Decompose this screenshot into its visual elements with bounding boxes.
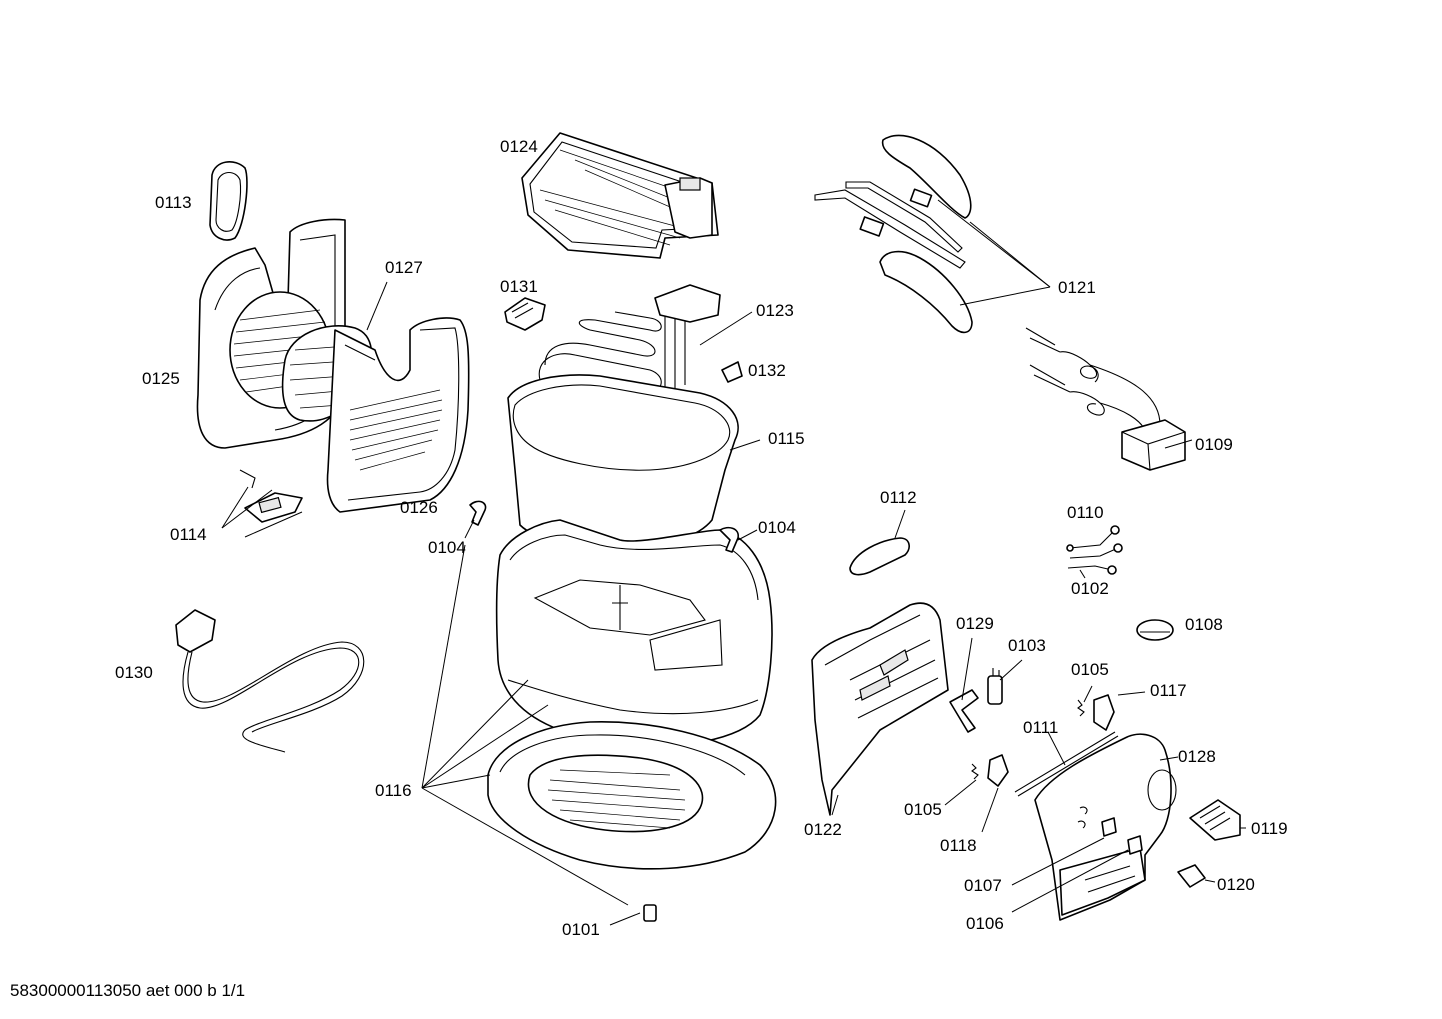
clip-0104-left-drawing <box>469 500 487 526</box>
label-0131: 0131 <box>500 277 538 296</box>
label-0122: 0122 <box>804 820 842 839</box>
part-0103-drawing <box>987 668 1003 705</box>
label-0113: 0113 <box>155 193 192 212</box>
label-0124: 0124 <box>500 137 538 156</box>
label-0107: 0107 <box>964 876 1002 895</box>
label-0110: 0110 <box>1067 503 1104 522</box>
cover-0112-drawing <box>849 537 910 576</box>
label-0104-right: 0104 <box>758 518 796 537</box>
label-0125: 0125 <box>142 369 180 388</box>
basket-drawing <box>521 132 719 259</box>
control-frame-drawing <box>811 602 949 816</box>
label-0102: 0102 <box>1071 579 1109 598</box>
leader-lines <box>221 199 1246 926</box>
label-0105-upper: 0105 <box>1071 660 1109 679</box>
power-cord-drawing <box>175 609 365 753</box>
base-drawing <box>487 721 777 870</box>
label-0119: 0119 <box>1251 819 1288 838</box>
label-0130: 0130 <box>115 663 153 682</box>
label-0104-left: 0104 <box>428 538 466 557</box>
front-panel-0126-drawing <box>326 317 470 513</box>
clip-0131-drawing <box>504 297 546 331</box>
label-0101: 0101 <box>562 920 600 939</box>
label-0126: 0126 <box>400 498 438 517</box>
label-0127: 0127 <box>385 258 423 277</box>
label-0132: 0132 <box>748 361 786 380</box>
part-0101-drawing <box>643 904 657 922</box>
bowl-drawing <box>507 374 739 549</box>
thermostat-drawing <box>1025 327 1186 471</box>
part-0129-drawing <box>949 689 979 733</box>
wires-drawing <box>1066 525 1123 575</box>
part-0108-drawing <box>1136 619 1174 641</box>
spring-0105-lower-drawing <box>971 763 979 780</box>
label-0105-lower: 0105 <box>904 800 942 819</box>
spring-0105-upper-drawing <box>1077 699 1085 717</box>
label-0128: 0128 <box>1178 747 1216 766</box>
label-0121: 0121 <box>1058 278 1096 297</box>
label-0112: 0112 <box>880 488 917 507</box>
knob-0107-drawing <box>1101 817 1143 855</box>
part-0132-drawing <box>721 361 743 383</box>
drawing-number-footer: 58300000113050 aet 000 b 1/1 <box>10 981 246 1000</box>
part-0119-drawing <box>1189 799 1241 841</box>
label-0108: 0108 <box>1185 615 1223 634</box>
label-0114: 0114 <box>170 525 207 544</box>
label-0109: 0109 <box>1195 435 1233 454</box>
handle-parts-drawing <box>814 134 973 334</box>
clip-0104-right-drawing <box>719 526 739 553</box>
label-0115: 0115 <box>768 429 805 448</box>
label-0111: 0111 <box>1023 718 1058 737</box>
label-0118: 0118 <box>940 836 977 855</box>
label-0129: 0129 <box>956 614 994 633</box>
cover-0113-drawing <box>209 161 248 241</box>
part-labels: 0124 0113 0127 0131 0121 0123 0132 0125 … <box>115 137 1288 939</box>
label-0123: 0123 <box>756 301 794 320</box>
rod-0111-drawing <box>1014 731 1119 797</box>
label-0117: 0117 <box>1150 681 1187 700</box>
label-0106: 0106 <box>966 914 1004 933</box>
part-0120-drawing <box>1177 864 1206 888</box>
label-0116: 0116 <box>375 781 412 800</box>
switch-0114-drawing <box>239 469 303 523</box>
label-0103: 0103 <box>1008 636 1046 655</box>
heating-element-drawing <box>538 284 721 409</box>
part-0117-drawing <box>1093 694 1115 731</box>
part-0118-drawing <box>987 754 1009 787</box>
label-0120: 0120 <box>1217 875 1255 894</box>
housing-drawing <box>495 519 773 748</box>
